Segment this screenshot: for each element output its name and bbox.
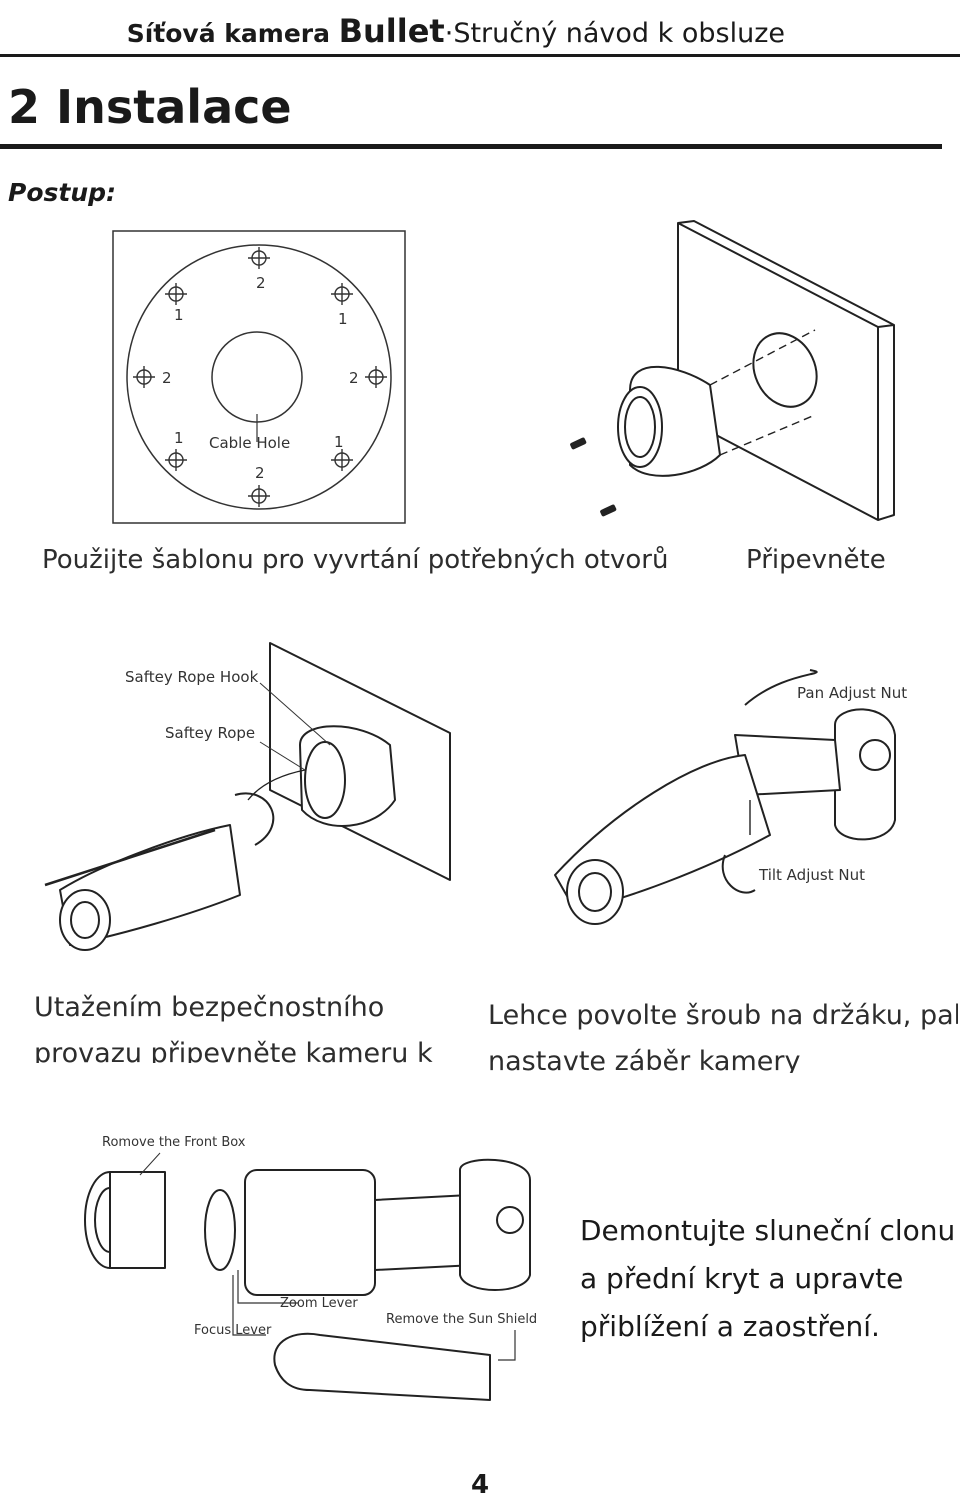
screws xyxy=(570,437,617,517)
guide-line-bottom xyxy=(719,414,816,456)
hole-marker-br xyxy=(331,449,353,471)
hole-label-bottom: 2 xyxy=(255,464,265,482)
header-separator: · xyxy=(444,18,454,49)
focus-lever-label: Focus Lever xyxy=(194,1323,272,1338)
hole-label-tr: 1 xyxy=(338,310,348,328)
hole-label-br: 1 xyxy=(334,433,344,451)
adjust-figure: Pan Adjust Nut Tilt Adjust Nut xyxy=(554,669,907,925)
focus-leader xyxy=(232,1275,266,1336)
hole-marker-left xyxy=(133,366,155,388)
front-box-label: Romove the Front Box xyxy=(102,1135,246,1150)
adjust-mount-hole xyxy=(859,739,891,771)
screw-holes xyxy=(133,247,387,507)
header-product: Bullet xyxy=(338,12,445,50)
lens-mount-hole xyxy=(496,1206,524,1234)
rope-box-face xyxy=(304,741,346,819)
adjust-mount-box xyxy=(834,708,896,841)
hole-marker-bl xyxy=(165,449,187,471)
hole-marker-top xyxy=(248,247,270,269)
wall-mount-figure xyxy=(570,220,895,521)
screw-1 xyxy=(570,437,587,450)
adjust-caption: Lehce povolte šroub na držáku, pak nasta… xyxy=(488,993,958,1073)
chapter-rule xyxy=(0,144,942,149)
page-header: Síťová kamera Bullet·Stručný návod k obs… xyxy=(0,0,960,60)
lens-figure: Romove the Front Box Zoom Lever Focus Le… xyxy=(84,1135,537,1401)
rope-camera-lens-inner xyxy=(70,901,100,939)
wall-edge-top xyxy=(677,220,895,328)
template-caption: Použijte šablonu pro vyvrtání potřebných… xyxy=(42,545,669,575)
zoom-leader xyxy=(237,1270,298,1304)
rope-caption-line2: provazu připevněte kameru k xyxy=(34,1038,433,1063)
tilt-arrow xyxy=(721,854,756,894)
hole-label-bl: 1 xyxy=(174,429,184,447)
lens-camera-body xyxy=(244,1169,376,1296)
sun-shield xyxy=(273,1332,491,1401)
rope-caption: Utažením bezpečnostního provazu připevně… xyxy=(34,985,454,1063)
rope-caption-line1: Utažením bezpečnostního xyxy=(34,992,385,1023)
header-subtitle: Stručný návod k obsluze xyxy=(453,18,785,49)
hole-marker-tr xyxy=(331,283,353,305)
header-rule xyxy=(0,54,960,57)
lens-side-line1: Demontujte sluneční clonu xyxy=(580,1214,956,1247)
page-number: 4 xyxy=(470,1470,490,1500)
junction-box-inner xyxy=(624,396,656,458)
safety-rope-figure: Saftey Rope Hook Saftey Rope xyxy=(44,642,451,951)
hole-label-left: 2 xyxy=(162,369,172,387)
hole-label-right: 2 xyxy=(349,369,359,387)
hole-marker-bottom xyxy=(248,485,270,507)
lens-side-text: Demontujte sluneční clonu a přední kryt … xyxy=(580,1207,955,1351)
header-title: Síťová kamera Bullet·Stručný návod k obs… xyxy=(127,12,785,50)
rope-leader xyxy=(259,741,306,771)
adjust-caption-line2: nastavte záběr kamery xyxy=(488,1046,801,1073)
sun-shield-label: Remove the Sun Shield xyxy=(386,1312,537,1327)
lens-gear xyxy=(204,1189,236,1271)
cable-hole-circle xyxy=(211,331,303,423)
template-outer-circle xyxy=(126,244,392,510)
adjust-caption-line1: Lehce povolte šroub na držáku, pak xyxy=(488,1000,958,1031)
wall-edge-side xyxy=(877,325,895,521)
hole-label-tl: 1 xyxy=(174,306,184,324)
hole-label-top: 2 xyxy=(256,274,266,292)
rope-line xyxy=(247,769,306,801)
screw-2 xyxy=(600,504,617,517)
front-box-body xyxy=(109,1171,166,1269)
front-box-leader xyxy=(139,1152,161,1176)
header-brand: Síťová kamera xyxy=(126,19,331,48)
rope-sun-shield xyxy=(44,828,216,887)
safety-hook-label: Saftey Rope Hook xyxy=(125,668,259,686)
hole-marker-right xyxy=(365,366,387,388)
safety-rope-label: Saftey Rope xyxy=(165,724,255,742)
adjust-camera-lens-inner xyxy=(578,872,612,912)
drill-template-figure: 2 1 1 2 2 1 1 2 Cable Hole xyxy=(112,230,406,524)
mount-caption: Připevněte xyxy=(746,545,886,575)
lens-mount-box xyxy=(459,1158,531,1291)
pan-arrow xyxy=(744,669,818,706)
rope-camera-lens xyxy=(59,889,111,951)
rope-bracket xyxy=(234,792,275,846)
lens-side-line3: přiblížení a zaostření. xyxy=(580,1310,880,1343)
zoom-lever-label: Zoom Lever xyxy=(280,1296,358,1311)
hole-marker-tl xyxy=(165,283,187,305)
tilt-nut-label: Tilt Adjust Nut xyxy=(758,866,865,884)
lens-side-line2: a přední kryt a upravte xyxy=(580,1262,904,1295)
sun-shield-leader xyxy=(498,1330,516,1361)
guide-line-top xyxy=(709,329,816,386)
template-frame xyxy=(112,230,406,524)
adjust-camera-lens xyxy=(566,859,624,925)
cable-hole-label: Cable Hole xyxy=(209,434,290,452)
pan-nut-label: Pan Adjust Nut xyxy=(797,684,907,702)
chapter-title: 2 Instalace xyxy=(8,80,292,134)
hook-leader xyxy=(259,682,331,746)
procedure-label: Postup: xyxy=(8,178,117,207)
wall-panel xyxy=(677,222,879,521)
wall-cable-hole xyxy=(752,332,818,408)
